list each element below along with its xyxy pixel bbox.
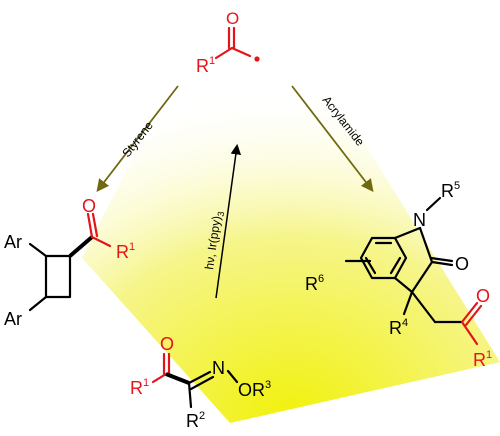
light-gradient-triangle: [82, 84, 500, 423]
oxime-r2: R: [186, 411, 199, 431]
oxindole-n: N: [413, 210, 426, 230]
acyl-o: O: [226, 9, 239, 28]
oxindole-r4: R: [389, 318, 402, 338]
oxindole-side-o: O: [476, 286, 490, 306]
oxime-r2-sup: 2: [199, 410, 205, 422]
oxindole-r6: R: [305, 274, 318, 294]
cyclobutane-r: R: [116, 242, 129, 262]
oxime-o: O: [160, 334, 174, 354]
cyclobutane-product: Ar Ar O R 1: [4, 196, 135, 329]
cyclobutane-r-sup: 1: [129, 241, 135, 253]
oxime-r1-sup: 1: [143, 377, 149, 389]
oxindole-o: O: [455, 254, 469, 274]
radical-dot: [254, 56, 260, 62]
ar-top: Ar: [4, 232, 22, 252]
acyl-r: R: [196, 56, 209, 76]
oxindole-product: O N R 5 R 6 R 4 O R 1: [305, 180, 492, 370]
acyl-radical: O R 1: [196, 9, 260, 76]
oxime-or3-sup: 3: [265, 379, 271, 391]
oxindole-r5-sup: 5: [454, 180, 460, 192]
oxime-or3: OR: [238, 380, 265, 400]
oxindole-r4-sup: 4: [402, 317, 408, 329]
oxindole-side-r-sup: 1: [486, 349, 492, 361]
oxime-n: N: [212, 358, 225, 378]
oxindole-side-r: R: [473, 350, 486, 370]
ar-bottom: Ar: [4, 309, 22, 329]
oxime-ester: O N R 1 OR 3 R 2: [130, 334, 271, 431]
oxime-r1: R: [130, 378, 143, 398]
cyclobutane-o: O: [82, 196, 96, 216]
oxindole-r5: R: [441, 181, 454, 201]
oxindole-r6-sup: 6: [318, 273, 324, 285]
acyl-r-sup: 1: [209, 55, 215, 67]
